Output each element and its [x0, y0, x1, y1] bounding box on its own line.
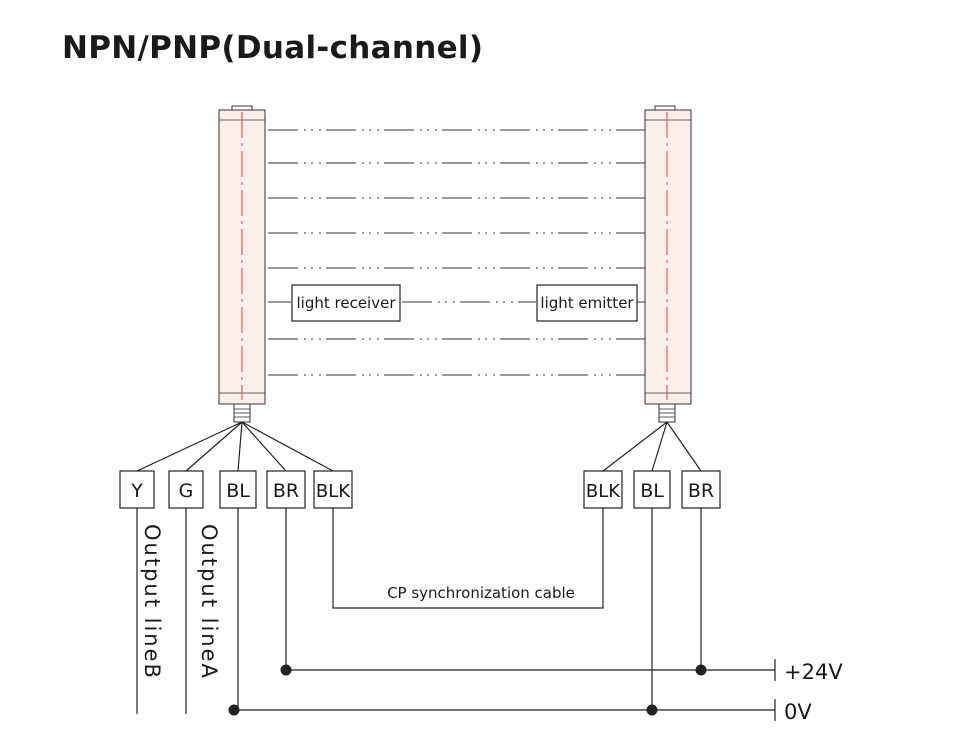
wire-label-blk: BLK	[586, 481, 621, 502]
wire-box-blk: BLK	[583, 470, 623, 509]
wire-box-g: G	[168, 470, 204, 509]
wire-label-br: BR	[273, 480, 299, 502]
wire-box-y: Y	[119, 470, 155, 509]
light-emitter-housing	[644, 105, 692, 423]
wire-label-bl: BL	[640, 480, 664, 502]
zero-v-rail: 0V	[228, 508, 812, 724]
light-receiver-housing	[218, 105, 266, 423]
wire-label-blk: BLK	[316, 481, 351, 502]
wire-box-bl: BL	[219, 470, 257, 509]
wire-box-br: BR	[681, 470, 721, 509]
wire-label-y: Y	[130, 480, 143, 502]
plus-24v-rail: +24V	[280, 508, 843, 684]
receiver-wire-boxes: Y G BL BR BLK	[119, 470, 353, 509]
output-line-a-label: Output lineA	[197, 524, 221, 680]
junction-dot	[228, 704, 240, 716]
wire-label-bl: BL	[226, 480, 250, 502]
wire-box-bl: BL	[633, 470, 671, 509]
wire-box-blk: BLK	[313, 470, 353, 509]
wire-box-br: BR	[266, 470, 306, 509]
receiver-label: light receiver	[297, 294, 397, 312]
receiver-label-box: light receiver	[291, 284, 401, 322]
emitter-wire-boxes: BLK BL BR	[583, 470, 721, 509]
emitter-label: light emitter	[540, 294, 634, 312]
zero-v-label: 0V	[784, 700, 812, 724]
page-title: NPN/PNP(Dual-channel)	[62, 30, 484, 66]
emitter-fanout-wires	[602, 421, 702, 472]
receiver-fanout-wires	[136, 421, 334, 472]
junction-dot	[646, 704, 658, 716]
plus-24v-label: +24V	[784, 660, 843, 684]
output-lines: Output lineB Output lineA	[136, 508, 221, 714]
sync-cable: CP synchronization cable	[332, 508, 604, 609]
sync-cable-label: CP synchronization cable	[387, 584, 575, 602]
output-line-b-label: Output lineB	[140, 524, 164, 680]
emitter-label-box: light emitter	[536, 284, 638, 322]
junction-dot	[695, 664, 707, 676]
wire-label-g: G	[179, 480, 194, 502]
wire-label-br: BR	[688, 480, 714, 502]
junction-dot	[280, 664, 292, 676]
light-beams	[268, 129, 645, 376]
